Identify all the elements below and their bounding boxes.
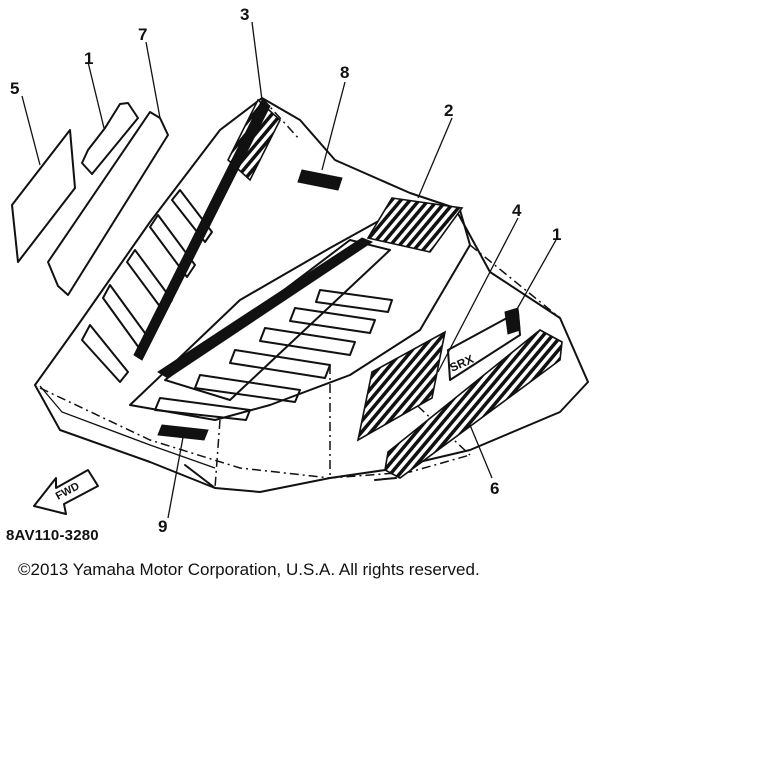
emblem-part-1-left [81, 102, 139, 175]
svg-text:SRX: SRX [448, 352, 476, 375]
copyright-notice: ©2013 Yamaha Motor Corporation, U.S.A. A… [18, 560, 480, 579]
leader-lines [21, 21, 557, 519]
callout-4: 4 [512, 201, 522, 220]
hood-body [34, 97, 589, 493]
fwd-label: FWD [54, 480, 82, 502]
emblem-part-9 [157, 424, 209, 441]
callout-8: 8 [340, 63, 349, 82]
stripe-part-7 [47, 111, 169, 296]
callout-1-left: 1 [84, 49, 93, 68]
callout-7: 7 [138, 25, 147, 44]
emblem-part-8 [297, 169, 343, 191]
stripe-part-6 [374, 329, 563, 481]
callout-2: 2 [444, 101, 453, 120]
callout-1-right: 1 [552, 225, 561, 244]
hood-decal-diagram: SRX 3 7 1 8 5 2 4 1 6 9 FWD [10, 5, 589, 536]
stripe-part-2 [157, 197, 464, 379]
decal-part-4 [356, 330, 447, 442]
callout-9: 9 [158, 517, 167, 536]
callout-6: 6 [490, 479, 499, 498]
callout-5: 5 [10, 79, 19, 98]
callout-3: 3 [240, 5, 249, 24]
diagram-part-number: 8AV110-3280 [6, 527, 99, 544]
decal-part-5 [11, 129, 76, 263]
fwd-arrow-icon: FWD [33, 469, 99, 515]
stripe-part-3 [133, 98, 281, 361]
